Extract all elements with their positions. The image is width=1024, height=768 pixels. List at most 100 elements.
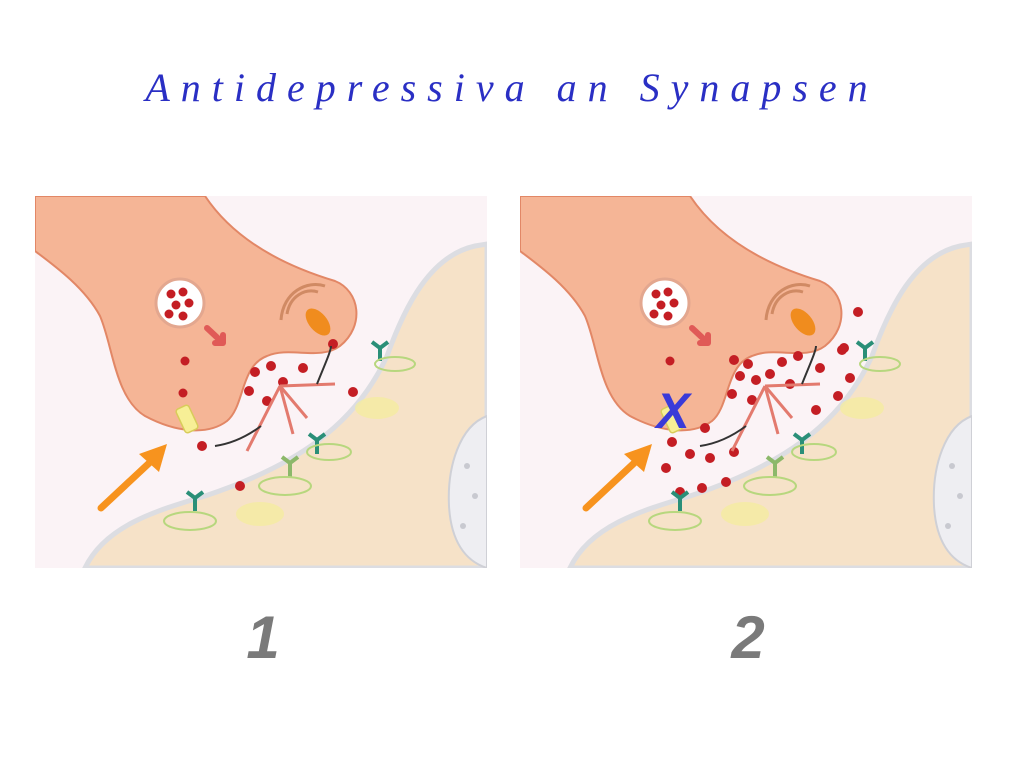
molecule [661, 463, 671, 473]
molecule [180, 356, 190, 366]
molecule [244, 386, 254, 396]
pointer-arrow-icon-head [139, 444, 167, 472]
diffusion-arrow [278, 385, 309, 419]
signal-halo [859, 356, 901, 372]
signal-halo [743, 476, 797, 496]
transporter-enzyme [790, 308, 816, 336]
release-arrow [689, 325, 711, 346]
cell-dot [464, 463, 470, 469]
vesicle-molecule [171, 300, 181, 310]
molecule [348, 387, 358, 397]
molecule [700, 423, 710, 433]
vesicle-molecule [663, 311, 673, 321]
molecule [777, 357, 787, 367]
diffusion-arrow [279, 382, 336, 388]
molecule [685, 449, 695, 459]
vesicle-molecule [166, 289, 176, 299]
panel-number-2: 2 [731, 604, 765, 671]
vesicle-molecule [184, 298, 194, 308]
neighbour-cell [932, 414, 972, 568]
vesicle-molecule [651, 289, 661, 299]
receptor [280, 455, 300, 478]
molecule [705, 453, 715, 463]
synapse-illustration-2: X [520, 196, 972, 568]
diffusion-arrow [763, 385, 780, 435]
molecule [793, 351, 803, 361]
diffusion-arrow [245, 385, 282, 452]
reuptake-arrow [699, 425, 747, 447]
neighbour-cell [447, 414, 487, 568]
signal-blob [355, 397, 399, 419]
molecule [298, 363, 308, 373]
vesicle-molecule [669, 298, 679, 308]
signal-blob [721, 502, 769, 526]
transporter-enzyme [305, 308, 331, 336]
diffusion-arrow [730, 385, 767, 452]
molecule [697, 483, 707, 493]
signal-ring [279, 283, 326, 321]
receptor [185, 490, 205, 511]
molecule [667, 437, 677, 447]
molecule [266, 361, 276, 371]
molecule [250, 367, 260, 377]
diffusion-arrow [278, 385, 295, 435]
cell-dot [460, 523, 466, 529]
signal-halo [163, 511, 217, 531]
panel-number-1: 1 [246, 604, 280, 671]
cell-dot [945, 523, 951, 529]
reuptake-transporter [175, 404, 199, 434]
molecule [735, 371, 745, 381]
postsynaptic-neuron [567, 241, 972, 568]
molecule [743, 359, 753, 369]
reuptake-transporter [660, 404, 684, 434]
molecule [811, 405, 821, 415]
signal-blob [236, 502, 284, 526]
molecule [721, 477, 731, 487]
pointer-arrow-icon-head [624, 444, 652, 472]
cell-dot [957, 493, 963, 499]
postsynaptic-neuron [82, 241, 487, 568]
receptor [765, 455, 785, 478]
receptor [670, 490, 690, 511]
cell-dot [472, 493, 478, 499]
reuptake-arrow [316, 345, 332, 385]
signal-ring [770, 289, 804, 315]
molecule [839, 343, 849, 353]
molecule [235, 481, 245, 491]
slide-title: Antidepressiva an Synapsen [145, 65, 879, 110]
signal-halo [648, 511, 702, 531]
molecule [665, 356, 675, 366]
signal-ring [764, 283, 811, 321]
signal-halo [306, 443, 352, 461]
signal-blob [840, 397, 884, 419]
signal-halo [374, 356, 416, 372]
vesicle-molecule [663, 287, 673, 297]
molecule [747, 395, 757, 405]
molecule [845, 373, 855, 383]
molecule [833, 391, 843, 401]
molecule [178, 388, 188, 398]
molecule [729, 355, 739, 365]
diffusion-arrow [764, 382, 821, 388]
molecule [853, 307, 863, 317]
vesicle-molecule [656, 300, 666, 310]
synapse-panel-2: X [520, 196, 972, 568]
reuptake-arrow [214, 425, 262, 447]
vesicle-molecule [164, 309, 174, 319]
molecule [815, 363, 825, 373]
signal-halo [791, 443, 837, 461]
diffusion-arrow [763, 385, 794, 419]
signal-halo [258, 476, 312, 496]
vesicle-molecule [649, 309, 659, 319]
vesicle-molecule [178, 311, 188, 321]
release-arrow [204, 325, 226, 346]
molecule [197, 441, 207, 451]
molecule [328, 339, 338, 349]
synapse-panel-1 [35, 196, 487, 568]
cell-dot [949, 463, 955, 469]
molecule [727, 389, 737, 399]
block-mark: X [653, 383, 692, 439]
signal-ring [285, 289, 319, 315]
synapse-illustration-1 [35, 196, 487, 568]
molecule [751, 375, 761, 385]
